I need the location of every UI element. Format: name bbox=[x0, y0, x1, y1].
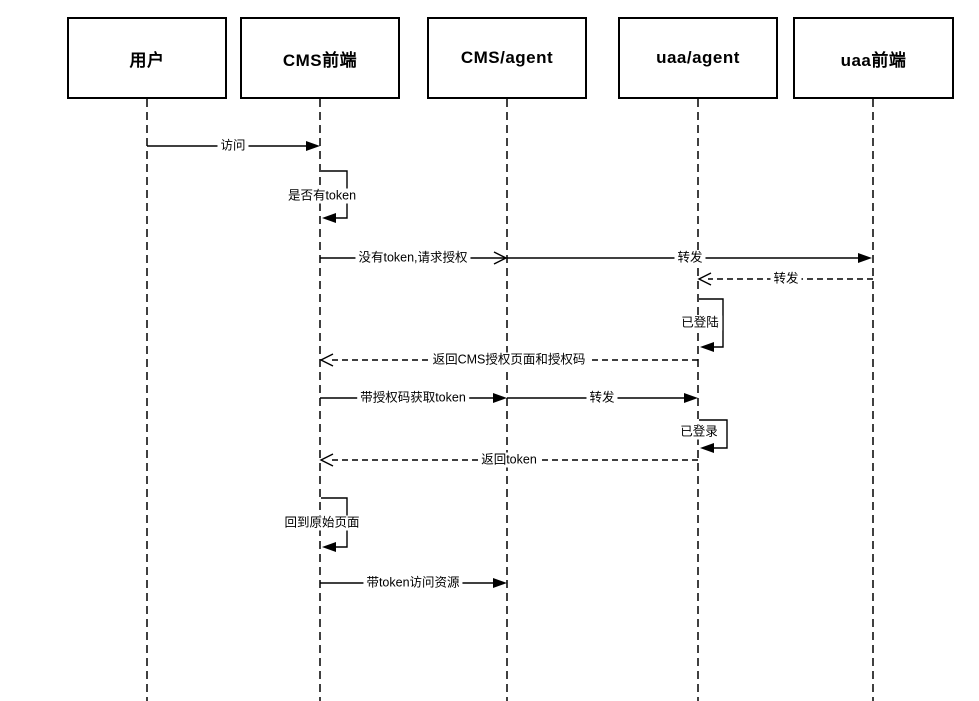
msg-return-token-arrowhead-icon bbox=[319, 453, 334, 467]
participant-cms-frontend: CMS前端 bbox=[240, 17, 400, 99]
msg-access-label: 访问 bbox=[217, 138, 249, 154]
loop-back-to-page-arrowhead-icon bbox=[322, 542, 336, 552]
loop-logged-in-2-line bbox=[699, 419, 728, 449]
participant-user-label: 用户 bbox=[129, 50, 165, 70]
participant-cms-agent: CMS/agent bbox=[427, 17, 587, 99]
participant-cms-agent-label: CMS/agent bbox=[460, 48, 554, 67]
participant-uaa-agent-label: uaa/agent bbox=[656, 48, 740, 67]
msg-access-resource-label: 带token访问资源 bbox=[363, 575, 463, 591]
msg-forward-2-label: 转发 bbox=[586, 390, 618, 406]
msg-access-resource-arrowhead-icon bbox=[493, 578, 507, 588]
msg-return-authcode-arrowhead-icon bbox=[319, 353, 334, 367]
msg-forward-1-arrowhead-icon bbox=[858, 253, 872, 263]
msg-return-token-label: 返回token bbox=[478, 452, 540, 468]
msg-access-arrowhead-icon bbox=[306, 141, 320, 151]
participant-uaa-frontend-label: uaa前端 bbox=[840, 50, 907, 70]
msg-forward-back-arrowhead-icon bbox=[697, 272, 712, 286]
participant-user: 用户 bbox=[67, 17, 227, 99]
loop-logged-in-1-arrowhead-icon bbox=[700, 342, 714, 352]
participant-uaa-agent: uaa/agent bbox=[618, 17, 778, 99]
loop-logged-in-2-arrowhead-icon bbox=[700, 443, 714, 453]
loop-logged-in-2-label: 已登录 bbox=[677, 424, 721, 440]
msg-return-authcode-label: 返回CMS授权页面和授权码 bbox=[429, 352, 589, 368]
msg-no-token-label: 没有token,请求授权 bbox=[355, 250, 471, 266]
msg-forward-1-label: 转发 bbox=[674, 250, 706, 266]
msg-forward-back-label: 转发 bbox=[770, 271, 802, 287]
participant-uaa-frontend: uaa前端 bbox=[793, 17, 954, 99]
loop-logged-in-1-line bbox=[699, 298, 724, 348]
participant-cms-frontend-label: CMS前端 bbox=[282, 50, 358, 70]
loop-logged-in-1-label: 已登陆 bbox=[678, 315, 722, 331]
msg-forward-2-arrowhead-icon bbox=[684, 393, 698, 403]
loop-back-to-page-label: 回到原始页面 bbox=[281, 515, 363, 531]
msg-token-by-code-label: 带授权码获取token bbox=[357, 390, 469, 406]
loop-has-token-arrowhead-icon bbox=[322, 213, 336, 223]
msg-token-by-code-arrowhead-icon bbox=[493, 393, 507, 403]
loop-has-token-label: 是否有token bbox=[284, 188, 360, 204]
msg-no-token-arrowhead-icon bbox=[493, 251, 508, 265]
